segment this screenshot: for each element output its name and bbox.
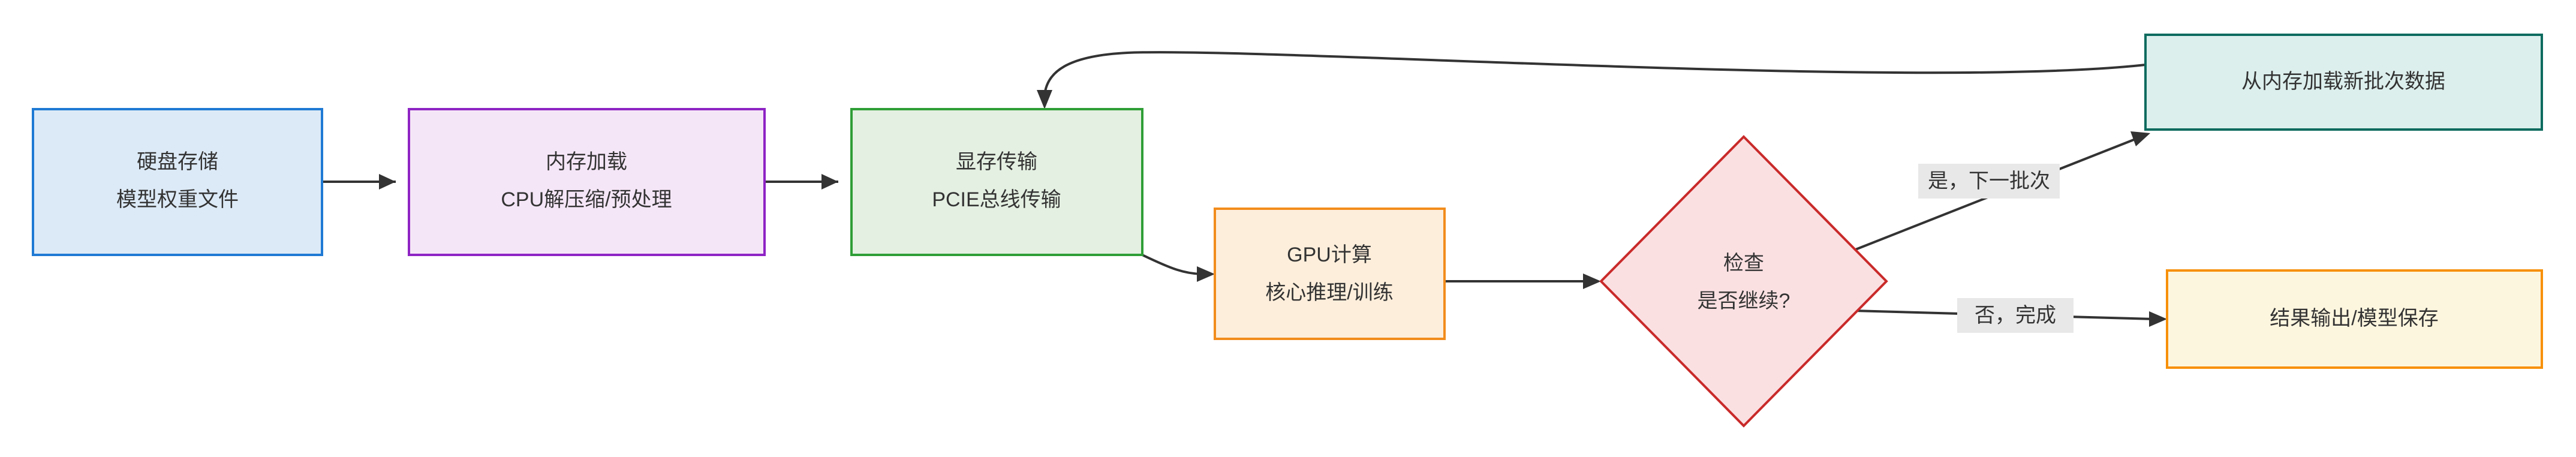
node-load-next-batch-line1: 从内存加载新批次数据 xyxy=(2241,70,2445,93)
edge-disk-to-memory xyxy=(322,174,396,190)
node-load-next-batch-shape[interactable] xyxy=(2144,34,2543,131)
node-disk-storage[interactable]: 硬盘存储 模型权重文件 xyxy=(32,108,323,256)
edge-line xyxy=(1142,254,1202,275)
edge-gpu-to-check xyxy=(1445,273,1601,289)
edge-nextbatch-to-vram xyxy=(1037,51,2146,109)
node-vram-transfer-shape[interactable] xyxy=(850,108,1143,256)
node-gpu-compute-line1: GPU计算 xyxy=(1287,243,1372,266)
node-memory-load-line2: CPU解压缩/预处理 xyxy=(501,188,672,211)
node-disk-storage-line2: 模型权重文件 xyxy=(116,188,239,211)
node-gpu-compute-line2: 核心推理/训练 xyxy=(1265,281,1393,304)
arrowhead-icon xyxy=(821,174,838,190)
node-check-decision-line1: 检查 xyxy=(1723,252,1764,275)
edge-label-yes-next-batch: 是，下一批次 xyxy=(1918,164,2060,199)
node-load-next-batch[interactable]: 从内存加载新批次数据 xyxy=(2144,34,2543,131)
edge-label-yes-text: 是，下一批次 xyxy=(1928,170,2050,193)
edge-label-yes-background xyxy=(1918,164,2060,199)
node-memory-load[interactable]: 内存加载 CPU解压缩/预处理 xyxy=(408,108,766,256)
node-result-output[interactable]: 结果输出/模型保存 xyxy=(2166,269,2543,369)
edge-label-no-background xyxy=(1957,298,2074,333)
edge-label-no-done: 否，完成 xyxy=(1957,298,2074,333)
node-result-output-shape[interactable] xyxy=(2166,269,2543,369)
node-check-decision[interactable]: 检查 是否继续? xyxy=(1599,135,1888,428)
edge-vram-to-gpu xyxy=(1142,254,1215,282)
node-gpu-compute[interactable]: GPU计算 核心推理/训练 xyxy=(1214,208,1446,340)
node-memory-load-line1: 内存加载 xyxy=(546,151,627,173)
node-disk-storage-line1: 硬盘存储 xyxy=(137,151,218,173)
node-disk-storage-shape[interactable] xyxy=(32,108,323,256)
node-vram-transfer-line2: PCIE总线传输 xyxy=(932,188,1061,211)
arrowhead-icon xyxy=(2149,311,2167,327)
arrowhead-icon xyxy=(379,174,396,190)
node-vram-transfer-line1: 显存传输 xyxy=(956,151,1037,173)
node-vram-transfer[interactable]: 显存传输 PCIE总线传输 xyxy=(850,108,1143,256)
node-memory-load-shape[interactable] xyxy=(408,108,766,256)
arrowhead-icon xyxy=(1583,273,1601,289)
arrowhead-icon xyxy=(1197,266,1215,282)
node-check-decision-line2: 是否继续? xyxy=(1698,290,1790,312)
edge-line xyxy=(1043,51,2146,97)
arrowhead-icon xyxy=(2130,131,2150,146)
node-result-output-line1: 结果输出/模型保存 xyxy=(2270,307,2438,330)
arrowhead-icon xyxy=(1037,90,1052,109)
edge-label-no-text: 否，完成 xyxy=(1975,304,2056,327)
node-check-decision-shape[interactable] xyxy=(1599,135,1888,428)
node-gpu-compute-shape[interactable] xyxy=(1214,208,1446,340)
edge-memory-to-vram xyxy=(765,174,838,190)
